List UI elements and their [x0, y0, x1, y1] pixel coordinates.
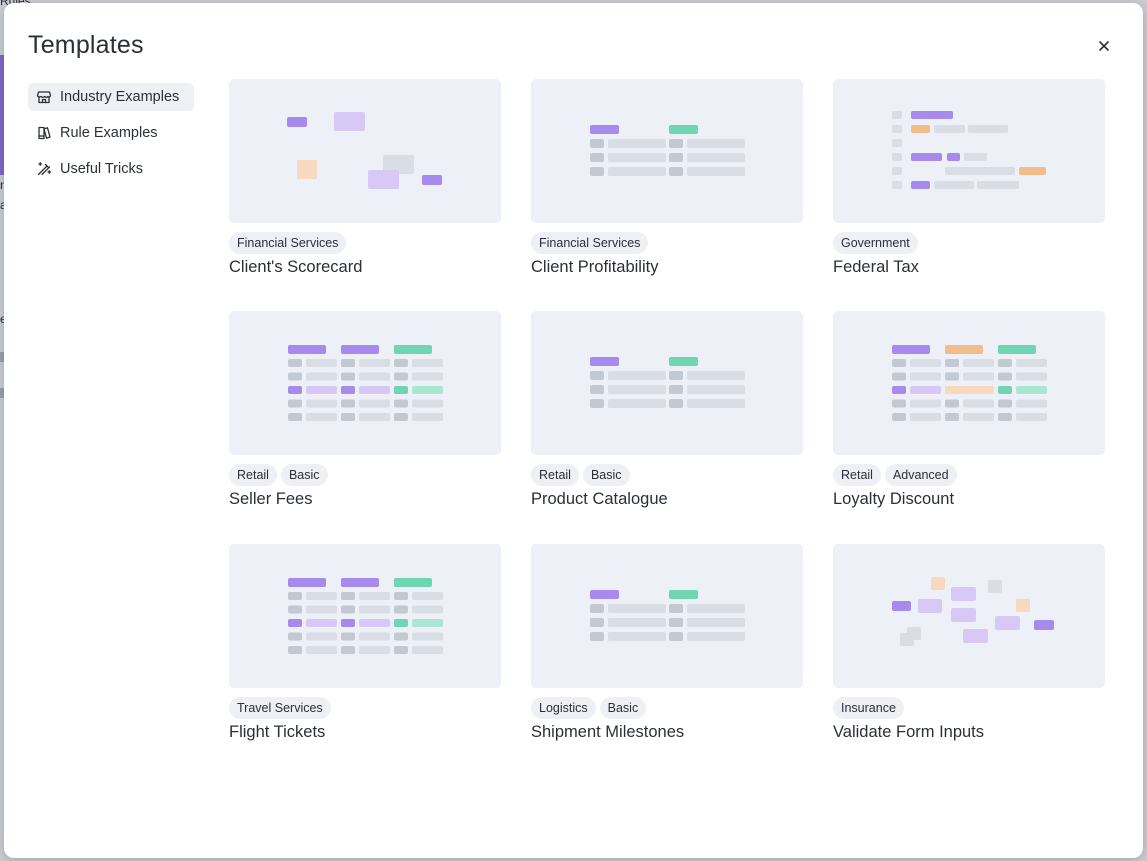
- template-thumbnail: [833, 79, 1105, 223]
- template-thumbnail: [531, 311, 803, 455]
- sidebar-item-useful-tricks[interactable]: Useful Tricks: [28, 155, 194, 183]
- template-tags: Financial Services: [229, 232, 501, 254]
- template-tag: Retail: [229, 464, 277, 486]
- template-tag: Basic: [599, 697, 647, 719]
- template-title: Seller Fees: [229, 490, 313, 508]
- background-text: e: [0, 312, 7, 326]
- sidebar-item-label: Useful Tricks: [60, 161, 143, 177]
- template-thumbnail: [531, 79, 803, 223]
- template-title: Client Profitability: [531, 258, 659, 276]
- template-thumbnail: [229, 79, 501, 223]
- template-title: Client's Scorecard: [229, 258, 363, 276]
- template-title: Flight Tickets: [229, 723, 326, 741]
- close-icon: [1099, 41, 1109, 51]
- template-tag: Retail: [531, 464, 579, 486]
- template-thumbnail: [833, 544, 1105, 688]
- template-thumbnail: [531, 544, 803, 688]
- template-tags: Insurance: [833, 697, 1105, 719]
- template-tag: Financial Services: [229, 232, 347, 254]
- background-text: n: [0, 178, 7, 192]
- template-tag: Advanced: [884, 464, 957, 486]
- template-title: Validate Form Inputs: [833, 723, 985, 741]
- template-tag: Financial Services: [531, 232, 649, 254]
- template-tag: Basic: [582, 464, 630, 486]
- storefront-icon: [36, 89, 52, 105]
- template-tags: Government: [833, 232, 1105, 254]
- template-thumbnail: [833, 311, 1105, 455]
- background-mark: [0, 352, 6, 362]
- template-tag: Insurance: [833, 697, 904, 719]
- book-icon: [36, 125, 52, 141]
- template-title: Shipment Milestones: [531, 723, 685, 741]
- background-text: a: [0, 198, 7, 212]
- template-tag: Logistics: [531, 697, 596, 719]
- sidebar-item-rule-examples[interactable]: Rule Examples: [28, 119, 194, 147]
- template-thumbnail: [229, 311, 501, 455]
- template-tags: Travel Services: [229, 697, 501, 719]
- template-tag: Retail: [833, 464, 881, 486]
- background-mark: [0, 388, 6, 398]
- sidebar-item-label: Rule Examples: [60, 125, 158, 141]
- template-tag: Basic: [280, 464, 328, 486]
- template-title: Federal Tax: [833, 258, 919, 276]
- sidebar-item-label: Industry Examples: [60, 89, 180, 105]
- template-thumbnail: [229, 544, 501, 688]
- wand-icon: [36, 161, 52, 177]
- sidebar-item-industry-examples[interactable]: Industry Examples: [28, 83, 194, 111]
- modal-title: Templates: [28, 31, 144, 59]
- template-tag: Government: [833, 232, 918, 254]
- templates-modal: Templates Industry Examples: [4, 3, 1143, 858]
- background-accent-strip: [0, 55, 4, 175]
- sidebar: Industry Examples Rule Examples: [28, 83, 194, 191]
- template-title: Product Catalogue: [531, 490, 668, 508]
- close-button[interactable]: [1092, 34, 1116, 58]
- template-tags: Financial Services: [531, 232, 803, 254]
- template-title: Loyalty Discount: [833, 490, 955, 508]
- template-tag: Travel Services: [229, 697, 331, 719]
